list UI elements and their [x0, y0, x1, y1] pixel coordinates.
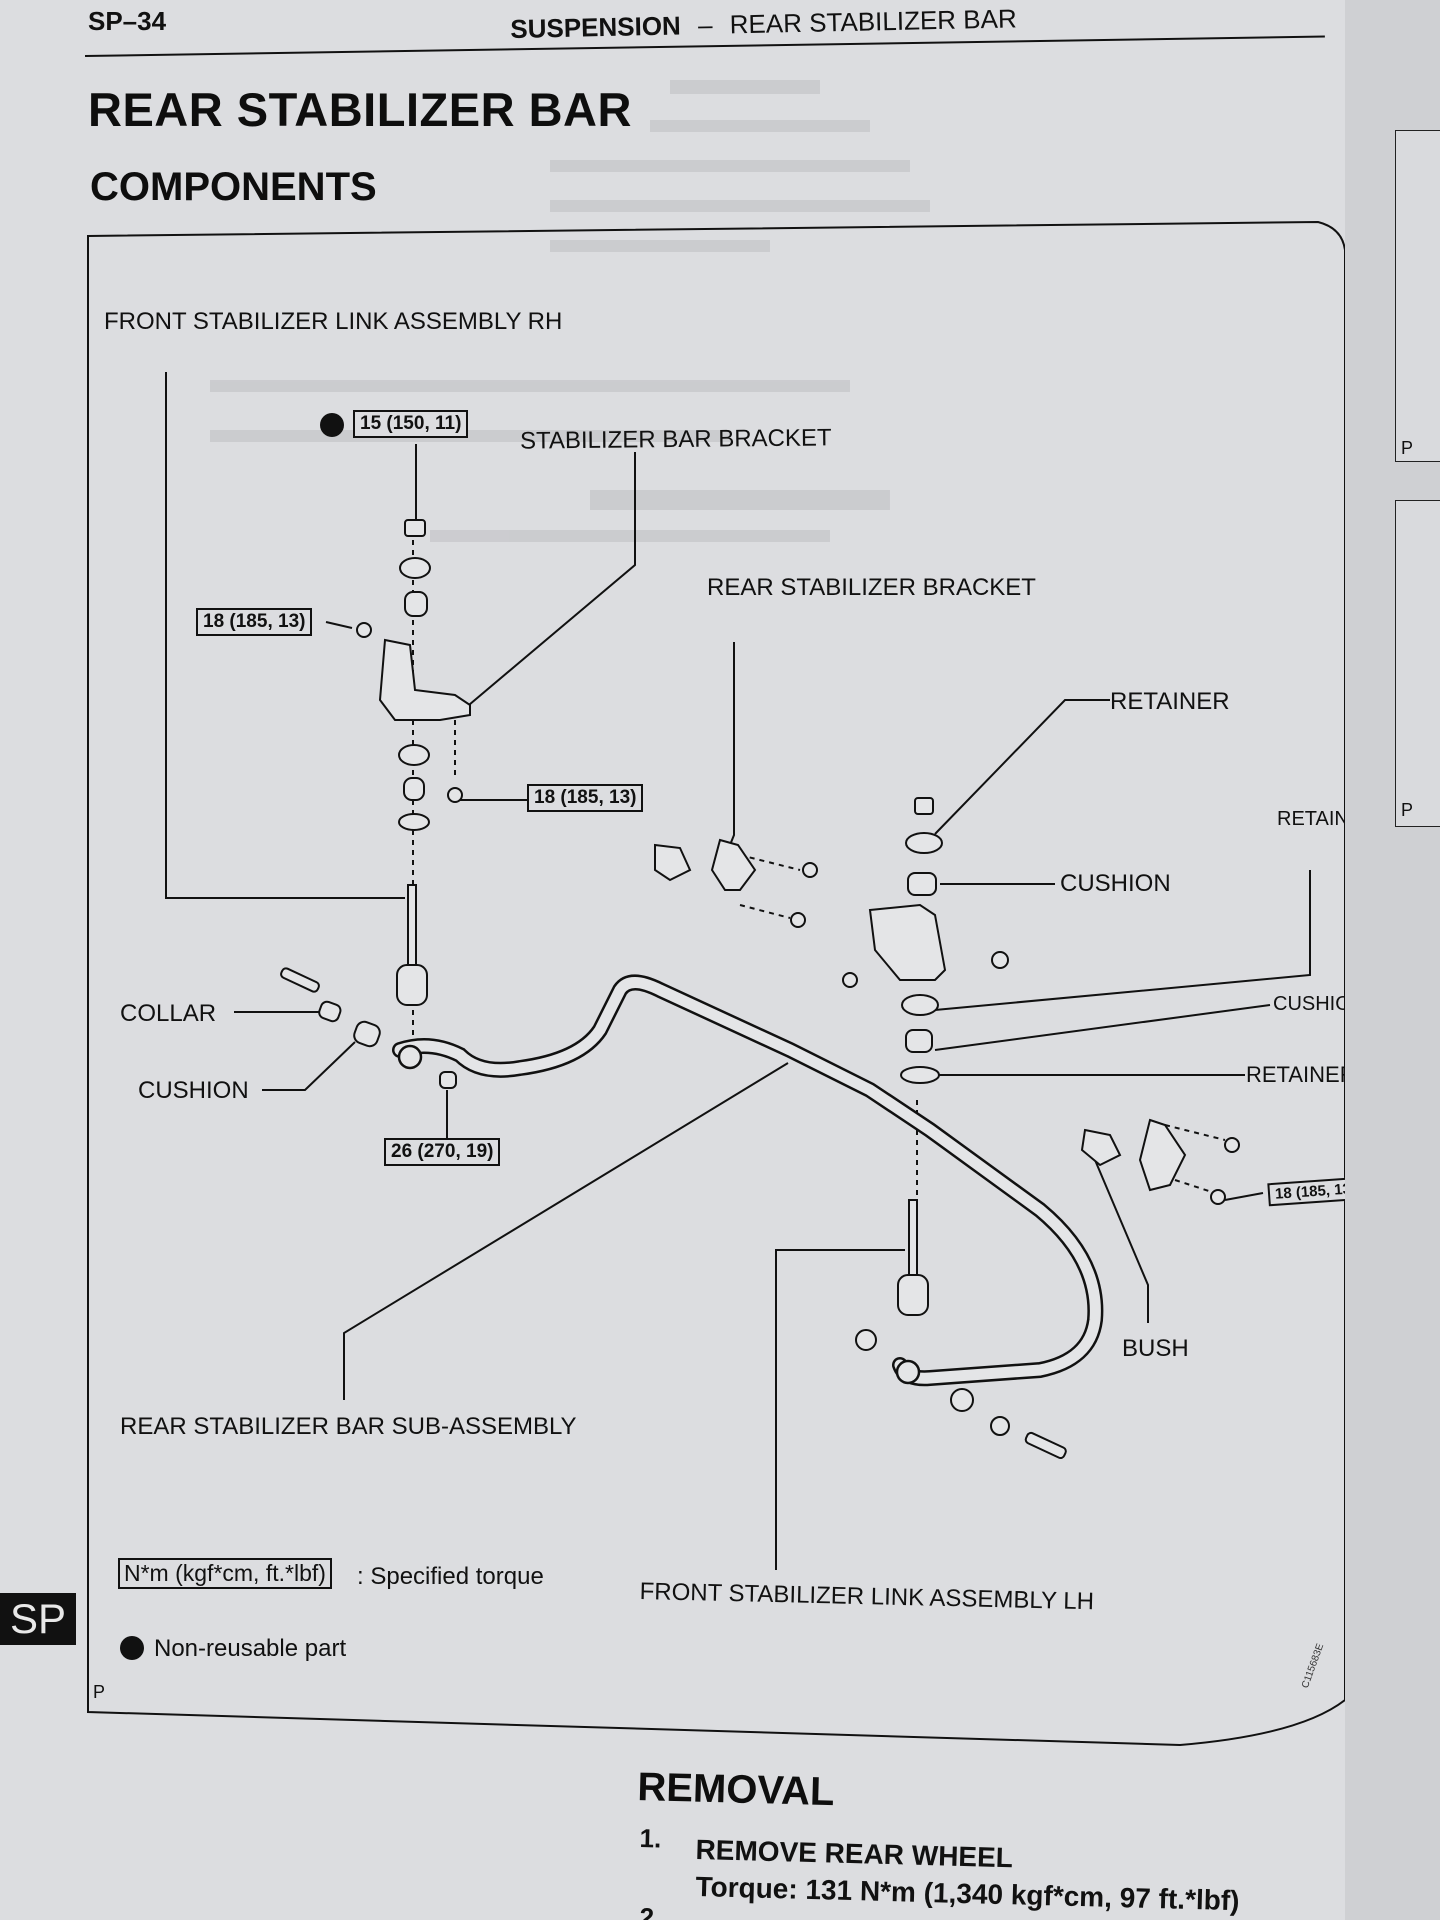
washer-top [399, 557, 431, 579]
label-collar: COLLAR [120, 1000, 217, 1027]
leader-cushion-2 [934, 1004, 1271, 1051]
bolt-left [280, 967, 320, 993]
label-bush: BUSH [1122, 1335, 1189, 1362]
label-cushion-left: CUSHION [138, 1077, 249, 1104]
bolt-t3 [447, 787, 463, 803]
page-title: REAR STABILIZER BAR [88, 83, 632, 136]
adjacent-frame-2 [1395, 500, 1440, 827]
bush-left [654, 843, 692, 882]
non-reusable-mark [320, 413, 344, 437]
section-tab: SP [0, 1593, 76, 1645]
figure-frame [87, 220, 1345, 1747]
rear-bracket-right [868, 903, 947, 981]
frame-mark: P [93, 1682, 106, 1702]
link-rod-rh [407, 884, 417, 966]
components-diagram [87, 220, 1345, 1747]
leader-front-link-rh [165, 372, 405, 899]
adjacent-mark-1: P [1401, 438, 1414, 458]
bolt-right-2 [842, 972, 858, 988]
collar-lh-2 [990, 1416, 1010, 1436]
torque-t4: 26 (270, 19) [384, 1138, 501, 1166]
adjacent-page: P P [1345, 0, 1440, 1920]
label-front-link-rh: FRONT STABILIZER LINK ASSEMBLY RH [104, 308, 563, 335]
link-end-rh [396, 964, 428, 1006]
centerline-rear-1 [739, 854, 801, 871]
torque-t3: 18 (185, 13) [527, 784, 644, 812]
step1-number: 1. [639, 1823, 662, 1854]
label-retainer-1: RETAINER [1110, 688, 1230, 715]
leader-front-link-lh [775, 1249, 905, 1570]
nut-top [404, 519, 426, 537]
legend-torque-text: : Specified torque [357, 1563, 544, 1590]
collar-lh-1 [950, 1388, 974, 1412]
bolt-right-lower-2 [1210, 1189, 1226, 1205]
cushion-lh [855, 1329, 877, 1351]
leader-sub-assembly [343, 1062, 789, 1400]
label-cushion-2: CUSHION [1273, 993, 1345, 1015]
torque-t1: 15 (150, 11) [353, 410, 469, 438]
bar-eye-rh [397, 1044, 423, 1070]
label-stab-bar-bracket: STABILIZER BAR BRACKET [519, 424, 832, 455]
page-number: SP–34 [88, 6, 167, 36]
centerline-rear-2 [739, 904, 791, 919]
bolt-right-lower-1 [1224, 1137, 1240, 1153]
torque-t2: 18 (185, 13) [196, 608, 313, 636]
leader-bush [1094, 1159, 1149, 1323]
section-heading: COMPONENTS [90, 165, 377, 209]
manual-page: SP–34 SUSPENSION – REAR STABILIZER BAR R… [0, 0, 1345, 1920]
centerline-right-2 [1174, 1179, 1216, 1194]
stab-bar-bracket-shape [378, 638, 471, 721]
leader-retainer-1 [934, 699, 1110, 835]
link-rod-lh [908, 1199, 918, 1281]
bolt-right-1 [991, 951, 1009, 969]
label-retainer-2: RETAINER [1277, 808, 1345, 830]
bracket-left [710, 838, 757, 891]
leader-stab-bar-bracket [462, 452, 636, 711]
legend-non-reusable-text: Non-reusable part [154, 1635, 347, 1662]
cushion-lower-1 [901, 994, 939, 1016]
legend-torque-box: N*m (kgf*cm, ft.*lbf) [118, 1558, 332, 1589]
label-retainer-3: RETAINER [1246, 1062, 1345, 1087]
retainer-upper [905, 832, 943, 854]
leader-rear-stab-bracket [725, 642, 735, 856]
cushion-left-part [353, 1020, 381, 1048]
bolt-lh [1024, 1431, 1067, 1459]
bolt-bracket-2 [790, 912, 806, 928]
leader-t2 [325, 621, 353, 629]
bracket-right-lower [1138, 1118, 1187, 1192]
label-rear-stab-bracket: REAR STABILIZER BRACKET [707, 574, 1036, 601]
adjacent-frame-1 [1395, 130, 1440, 462]
nut-upper-right [914, 797, 934, 815]
legend-non-reusable-dot [120, 1636, 144, 1660]
cushion-lower-2 [905, 1029, 933, 1053]
adjacent-mark-2: P [1401, 800, 1414, 820]
bolt-t2 [356, 622, 372, 638]
rear-bracket-parts [654, 797, 1240, 1459]
bar-eye-lh [895, 1359, 921, 1385]
bleed-through-area [110, 60, 930, 580]
leader-cushion-left [262, 1041, 356, 1091]
cushion-top [404, 591, 428, 617]
cushion-upper [907, 872, 937, 896]
step2-number: 2. [639, 1902, 662, 1920]
collar-left [318, 1000, 342, 1023]
leader-t5 [1224, 1192, 1264, 1201]
leader-retainer-2 [934, 870, 1311, 1011]
retainer-mid [398, 813, 430, 831]
retainer-lower [900, 1066, 940, 1084]
rh-link-stack [280, 519, 471, 1089]
cushion-mid-2 [403, 777, 425, 801]
link-end-lh [897, 1274, 929, 1316]
bolt-bracket-1 [802, 862, 818, 878]
cushion-mid [398, 744, 430, 766]
removal-heading: REMOVAL [636, 1765, 835, 1815]
label-sub-assembly: REAR STABILIZER BAR SUB-ASSEMBLY [120, 1413, 577, 1440]
bush-right [1080, 1128, 1122, 1167]
label-cushion-1: CUSHION [1060, 870, 1171, 897]
centerline-right-1 [1164, 1124, 1226, 1141]
nut-bottom-rh [439, 1071, 457, 1089]
